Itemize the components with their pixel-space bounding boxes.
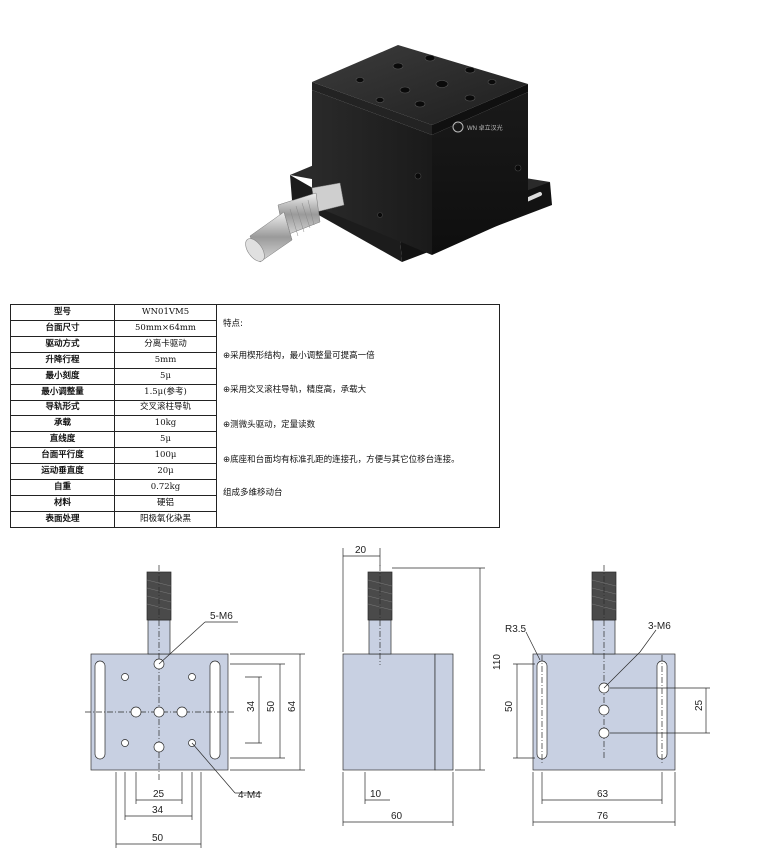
brand-logo-text: WN 卓立汉光 — [467, 124, 503, 132]
spec-value: 5μ — [114, 431, 217, 449]
feature-item: ⊕测微头驱动，定量读数 — [223, 420, 316, 430]
spec-label: 承载 — [10, 415, 115, 433]
spec-value: 1.5μ(参考) — [114, 383, 217, 401]
side-view — [342, 548, 485, 826]
side-dim-10: 10 — [370, 789, 382, 800]
brand-logo: WN 卓立汉光 — [452, 121, 503, 133]
spec-value: 0.72kg — [114, 479, 217, 497]
back-dim-76: 76 — [597, 811, 609, 822]
technical-drawings: 5-M6 4-M4 34 50 64 25 34 50 20 110 10 60… — [85, 545, 710, 848]
micrometer-head — [245, 182, 345, 263]
feature-item: ⊕采用交叉滚柱导轨，精度高，承载大 — [223, 385, 367, 395]
side-dim-20: 20 — [355, 545, 367, 556]
spec-value: WN01VM5 — [114, 304, 217, 321]
spec-row: 表面处理阳极氧化染黑 — [10, 510, 500, 529]
back-radius-r3-5: R3.5 — [505, 624, 527, 635]
back-view — [513, 565, 710, 826]
spec-label: 材料 — [10, 495, 115, 512]
spec-label: 型号 — [10, 304, 115, 321]
front-dim-50-horizontal: 50 — [152, 833, 164, 844]
spec-value: 分离卡驱动 — [114, 335, 217, 353]
spec-label: 台面尺寸 — [10, 319, 115, 337]
feature-item: ⊕采用楔形结构，最小调整量可提高一倍 — [223, 351, 375, 361]
back-dim-25-vertical: 25 — [694, 699, 705, 711]
front-dim-25-horizontal: 25 — [153, 789, 165, 800]
spec-value: 交叉滚柱导轨 — [114, 399, 217, 417]
spec-value: 5μ — [114, 367, 217, 385]
spec-value: 50mm×64mm — [114, 319, 217, 337]
features-title: 特点: — [223, 319, 243, 329]
spec-value: 10kg — [114, 415, 217, 433]
spec-value: 阳极氧化染黑 — [114, 510, 217, 529]
block-front-face — [432, 92, 528, 255]
front-view — [85, 565, 305, 848]
spec-label: 自重 — [10, 479, 115, 497]
spec-label: 驱动方式 — [10, 335, 115, 353]
spec-label: 最小刻度 — [10, 367, 115, 385]
side-dim-110: 110 — [492, 654, 503, 670]
spec-row: 驱动方式分离卡驱动 — [10, 335, 500, 353]
front-dim-50-vertical: 50 — [266, 700, 277, 712]
front-callout-5-m6: 5-M6 — [210, 611, 233, 622]
spec-label: 台面平行度 — [10, 447, 115, 465]
back-dim-50-vertical: 50 — [504, 700, 515, 712]
block-left-face — [312, 90, 432, 255]
front-callout-4-m4: 4-M4 — [238, 790, 261, 801]
top-plate — [312, 45, 528, 125]
spec-label: 表面处理 — [10, 510, 115, 529]
spec-value: 硬铝 — [114, 495, 217, 512]
spec-label: 升降行程 — [10, 351, 115, 369]
back-dim-63: 63 — [597, 789, 609, 800]
front-dim-64-vertical: 64 — [287, 700, 298, 712]
spec-value: 20μ — [114, 463, 217, 481]
back-callout-3-m6: 3-M6 — [648, 621, 671, 632]
screws — [377, 164, 522, 218]
spec-label: 直线度 — [10, 431, 115, 449]
spec-value: 5mm — [114, 351, 217, 369]
spec-label: 最小调整量 — [10, 383, 115, 401]
spec-value: 100μ — [114, 447, 217, 465]
spec-label: 运动垂直度 — [10, 463, 115, 481]
side-dim-60: 60 — [391, 811, 403, 822]
top-plate-edge-left — [312, 82, 432, 135]
top-holes — [355, 54, 497, 108]
feature-item: ⊕底座和台面均有标准孔距的连接孔，方便与其它位移台连接。 — [223, 455, 460, 465]
front-dim-34-horizontal: 34 — [152, 805, 164, 816]
feature-item: 组成多维移动台 — [223, 488, 283, 498]
features-cell: 特点: ⊕采用楔形结构，最小调整量可提高一倍 ⊕采用交叉滚柱导轨，精度高，承载大 ⊕测… — [216, 304, 500, 528]
product-photo: WN 卓立汉光 — [245, 45, 552, 263]
front-dim-34-vertical: 34 — [246, 700, 257, 712]
spec-label: 导轨形式 — [10, 399, 115, 417]
spec-row: 材料硬铝 — [10, 495, 500, 512]
